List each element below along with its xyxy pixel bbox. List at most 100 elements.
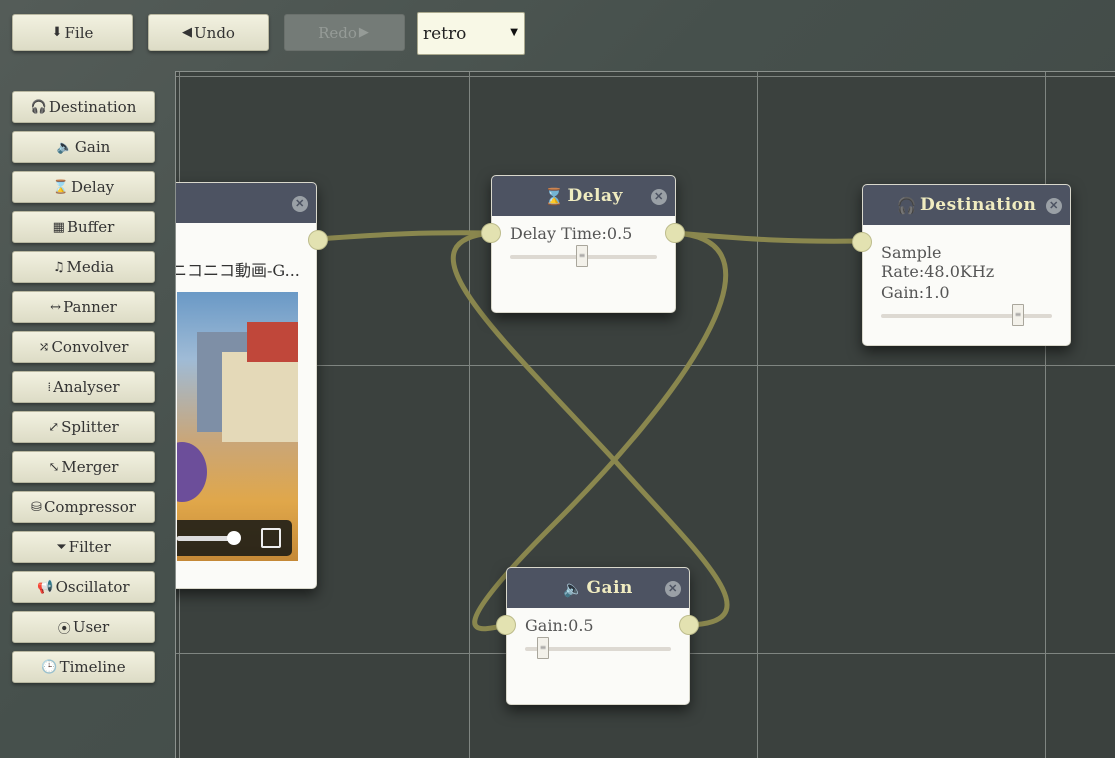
sidebar-item-splitter[interactable]: ⤢Splitter <box>12 411 155 443</box>
gain-node-title: Gain <box>586 578 633 598</box>
redo-icon: ▶ <box>358 25 369 40</box>
sidebar-item-filter[interactable]: ⏷Filter <box>12 531 155 563</box>
wire-delay-to-destination <box>675 230 863 244</box>
delay-time-slider[interactable]: ≡ <box>510 245 657 267</box>
sidebar-item-label: Delay <box>71 178 115 196</box>
destination-input-port[interactable] <box>852 232 872 252</box>
grid-line <box>176 76 1115 77</box>
sidebar-item-media[interactable]: ♫Media <box>12 251 155 283</box>
wire-media-to-delay <box>316 230 492 242</box>
sidebar-item-label: Media <box>66 258 115 276</box>
sidebar-item-label: Gain <box>74 138 111 156</box>
sidebar-item-panner[interactable]: ↔Panner <box>12 291 155 323</box>
sidebar-item-gain[interactable]: 🔈Gain <box>12 131 155 163</box>
bullhorn-icon: 📢 <box>37 579 54 595</box>
sidebar-item-label: Filter <box>68 538 111 556</box>
video-preview <box>177 292 298 561</box>
equalizer-icon: ⁞ <box>47 380 52 395</box>
filter-icon: ⏷ <box>56 539 67 555</box>
node-canvas[interactable]: ✕ ニコニコ動画-G... ⌛Delay ✕ Delay Time:0.5 ≡ <box>175 71 1115 758</box>
sidebar-item-label: Buffer <box>66 218 115 236</box>
film-icon: ▦ <box>52 219 65 235</box>
volume-track <box>177 536 232 541</box>
gain-slider[interactable]: ≡ <box>525 637 671 659</box>
sidebar-item-timeline[interactable]: 🕒Timeline <box>12 651 155 683</box>
shuffle-icon: ⤮ <box>38 339 50 355</box>
media-output-port[interactable] <box>308 230 328 250</box>
gain-label: Gain:0.5 <box>525 616 594 635</box>
sidebar-item-label: Destination <box>48 98 137 116</box>
media-node[interactable]: ✕ ニコニコ動画-G... <box>175 182 328 589</box>
sidebar-item-label: Merger <box>61 458 119 476</box>
delay-input-port[interactable] <box>481 223 501 243</box>
slider-handle[interactable]: ≡ <box>1012 304 1024 326</box>
file-label: File <box>64 23 94 42</box>
sidebar-item-label: Oscillator <box>55 578 130 596</box>
gain-output-port[interactable] <box>679 615 699 635</box>
sidebar-item-delay[interactable]: ⌛Delay <box>12 171 155 203</box>
delay-node-header[interactable]: ⌛Delay ✕ <box>492 176 675 216</box>
redo-button[interactable]: Redo▶ <box>284 14 405 51</box>
close-icon[interactable]: ✕ <box>292 196 308 212</box>
close-icon[interactable]: ✕ <box>651 189 667 205</box>
undo-button[interactable]: ◀Undo <box>148 14 269 51</box>
slider-handle[interactable]: ≡ <box>537 637 549 659</box>
sidebar-item-label: Panner <box>63 298 117 316</box>
chevron-down-icon: ▼ <box>510 27 518 38</box>
sidebar-item-label: Splitter <box>61 418 119 436</box>
sidebar-item-label: Convolver <box>51 338 129 356</box>
theme-select[interactable]: retro ▼ <box>417 12 525 55</box>
undo-label: Undo <box>194 23 235 42</box>
redo-label: Redo <box>318 23 357 42</box>
headphones-icon: 🎧 <box>896 195 918 215</box>
media-node-header[interactable]: ✕ <box>176 183 316 223</box>
gain-node[interactable]: 🔈Gain ✕ Gain:0.5 ≡ <box>496 567 699 705</box>
close-icon[interactable]: ✕ <box>665 581 681 597</box>
headphones-icon: 🎧 <box>30 99 47 115</box>
destination-gain-label: Gain:1.0 <box>881 283 950 302</box>
sidebar-item-compressor[interactable]: ⛁Compressor <box>12 491 155 523</box>
gain-node-header[interactable]: 🔈Gain ✕ <box>507 568 689 608</box>
destination-node[interactable]: 🎧Destination ✕ Sample Rate:48.0KHz Gain:… <box>852 184 1071 346</box>
delay-node[interactable]: ⌛Delay ✕ Delay Time:0.5 ≡ <box>481 175 685 313</box>
sidebar-item-analyser[interactable]: ⁞Analyser <box>12 371 155 403</box>
fullscreen-icon[interactable] <box>261 528 281 548</box>
arrows-horizontal-icon: ↔ <box>50 299 62 315</box>
database-icon: ⛁ <box>31 499 42 515</box>
sidebar-item-user[interactable]: ⦿User <box>12 611 155 643</box>
sidebar-item-merger[interactable]: ⤡Merger <box>12 451 155 483</box>
wire-delay-to-gain <box>472 230 729 632</box>
sidebar-item-destination[interactable]: 🎧Destination <box>12 91 155 123</box>
file-button[interactable]: ⬇File <box>12 14 133 51</box>
delay-node-title: Delay <box>567 186 623 206</box>
sidebar-item-label: Compressor <box>43 498 136 516</box>
volume-handle[interactable] <box>227 531 241 545</box>
sidebar-item-buffer[interactable]: ▦Buffer <box>12 211 155 243</box>
sidebar-item-oscillator[interactable]: 📢Oscillator <box>12 571 155 603</box>
download-icon: ⬇ <box>51 25 63 40</box>
hourglass-icon: ⌛ <box>52 179 70 195</box>
delay-time-label: Delay Time:0.5 <box>510 224 633 243</box>
theme-select-value: retro <box>423 23 467 44</box>
volume-icon: 🔈 <box>563 578 584 598</box>
resize-icon: ⤢ <box>48 419 60 435</box>
gain-input-port[interactable] <box>496 615 516 635</box>
destination-gain-slider[interactable]: ≡ <box>881 304 1052 326</box>
video-controls[interactable] <box>177 520 292 556</box>
grid-line <box>757 72 758 758</box>
sidebar-item-convolver[interactable]: ⤮Convolver <box>12 331 155 363</box>
delay-output-port[interactable] <box>665 223 685 243</box>
grid-line <box>469 72 470 758</box>
record-icon: ⦿ <box>57 621 71 637</box>
volume-icon: 🔈 <box>56 139 73 155</box>
destination-node-header[interactable]: 🎧Destination ✕ <box>863 185 1070 225</box>
media-title: ニコニコ動画-G... <box>175 261 300 280</box>
clock-icon: 🕒 <box>41 659 58 675</box>
connection-wires <box>316 230 863 632</box>
grid-line <box>176 365 1115 366</box>
close-icon[interactable]: ✕ <box>1046 198 1062 214</box>
hourglass-icon: ⌛ <box>544 186 565 206</box>
slider-handle[interactable]: ≡ <box>576 245 588 267</box>
sidebar-item-label: Analyser <box>53 378 120 396</box>
wire-gain-to-delay <box>450 230 730 628</box>
